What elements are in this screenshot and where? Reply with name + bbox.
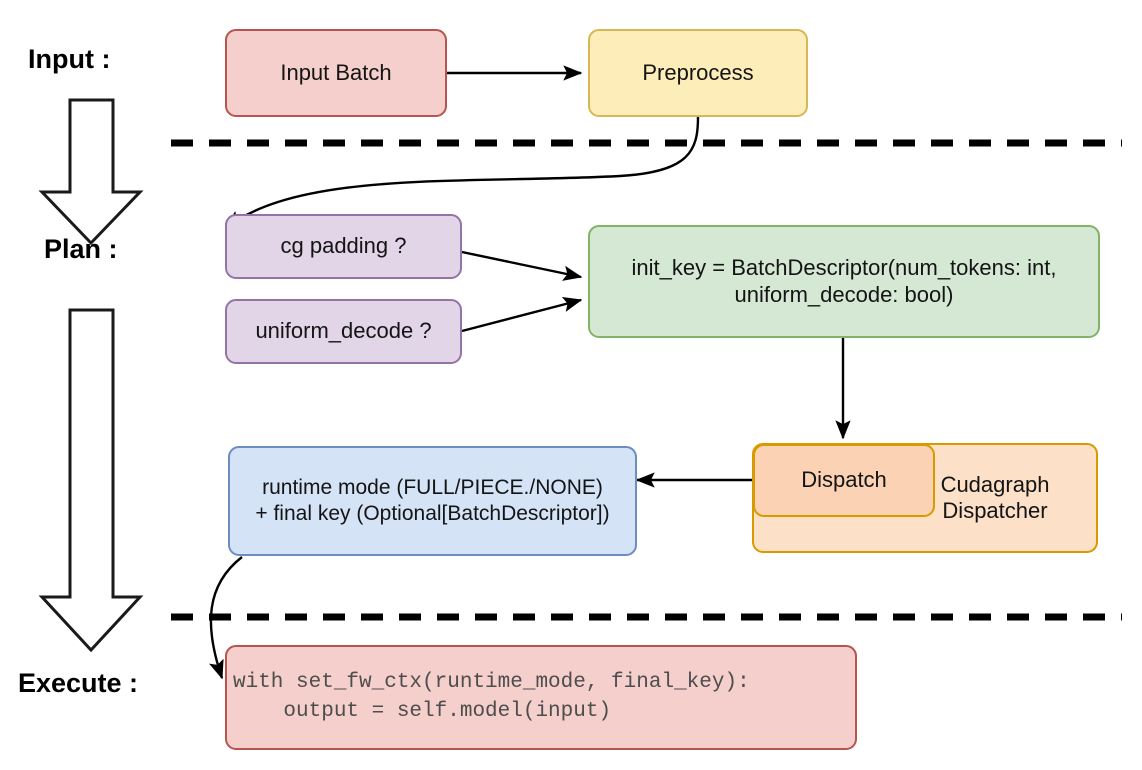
edge-uniform-decode-to-init-key	[461, 297, 583, 333]
input-to-plan-block-arrow	[38, 98, 144, 246]
stage-label-input: Input :	[28, 44, 111, 74]
node-dispatch[interactable]: Dispatch	[753, 444, 935, 517]
node-dispatch-label: Dispatch	[801, 467, 887, 493]
node-input-batch-label: Input Batch	[280, 59, 392, 85]
node-execute-code-line1: with set_fw_ctx(runtime_mode, final_key)…	[233, 671, 750, 695]
node-cudagraph-dispatcher-line1: Cudagraph	[940, 471, 1050, 497]
node-uniform-decode[interactable]: uniform_decode ?	[225, 299, 462, 364]
node-uniform-decode-label: uniform_decode ?	[255, 318, 432, 344]
stage-label-execute: Execute :	[18, 668, 139, 698]
node-runtime-mode-line1: runtime mode (FULL/PIECE./NONE)	[262, 476, 603, 500]
node-execute-code-line2: output = self.model(input)	[233, 699, 612, 723]
node-preprocess-label: Preprocess	[642, 59, 754, 85]
node-runtime-mode[interactable]: runtime mode (FULL/PIECE./NONE) + final …	[228, 446, 637, 556]
node-runtime-mode-line2: + final key (Optional[BatchDescriptor])	[255, 502, 610, 525]
node-cg-padding[interactable]: cg padding ?	[225, 214, 462, 279]
node-cg-padding-label: cg padding ?	[280, 233, 407, 259]
node-init-key-line2: uniform_decode: bool)	[734, 281, 954, 307]
node-cudagraph-dispatcher-line2: Dispatcher	[942, 498, 1048, 523]
edge-cg-padding-to-init-key	[461, 250, 583, 281]
node-execute-code[interactable]: with set_fw_ctx(runtime_mode, final_key)…	[225, 645, 857, 750]
edge-preprocess-to-cg-padding	[224, 116, 700, 229]
node-input-batch[interactable]: Input Batch	[225, 29, 447, 117]
node-init-key[interactable]: init_key = BatchDescriptor(num_tokens: i…	[588, 225, 1100, 338]
node-preprocess[interactable]: Preprocess	[588, 29, 808, 117]
stage-label-plan: Plan :	[44, 234, 118, 264]
plan-to-execute-block-arrow	[38, 308, 144, 653]
node-init-key-line1: init_key = BatchDescriptor(num_tokens: i…	[631, 254, 1057, 280]
node-cudagraph-dispatcher-label: Cudagraph Dispatcher	[910, 472, 1080, 525]
